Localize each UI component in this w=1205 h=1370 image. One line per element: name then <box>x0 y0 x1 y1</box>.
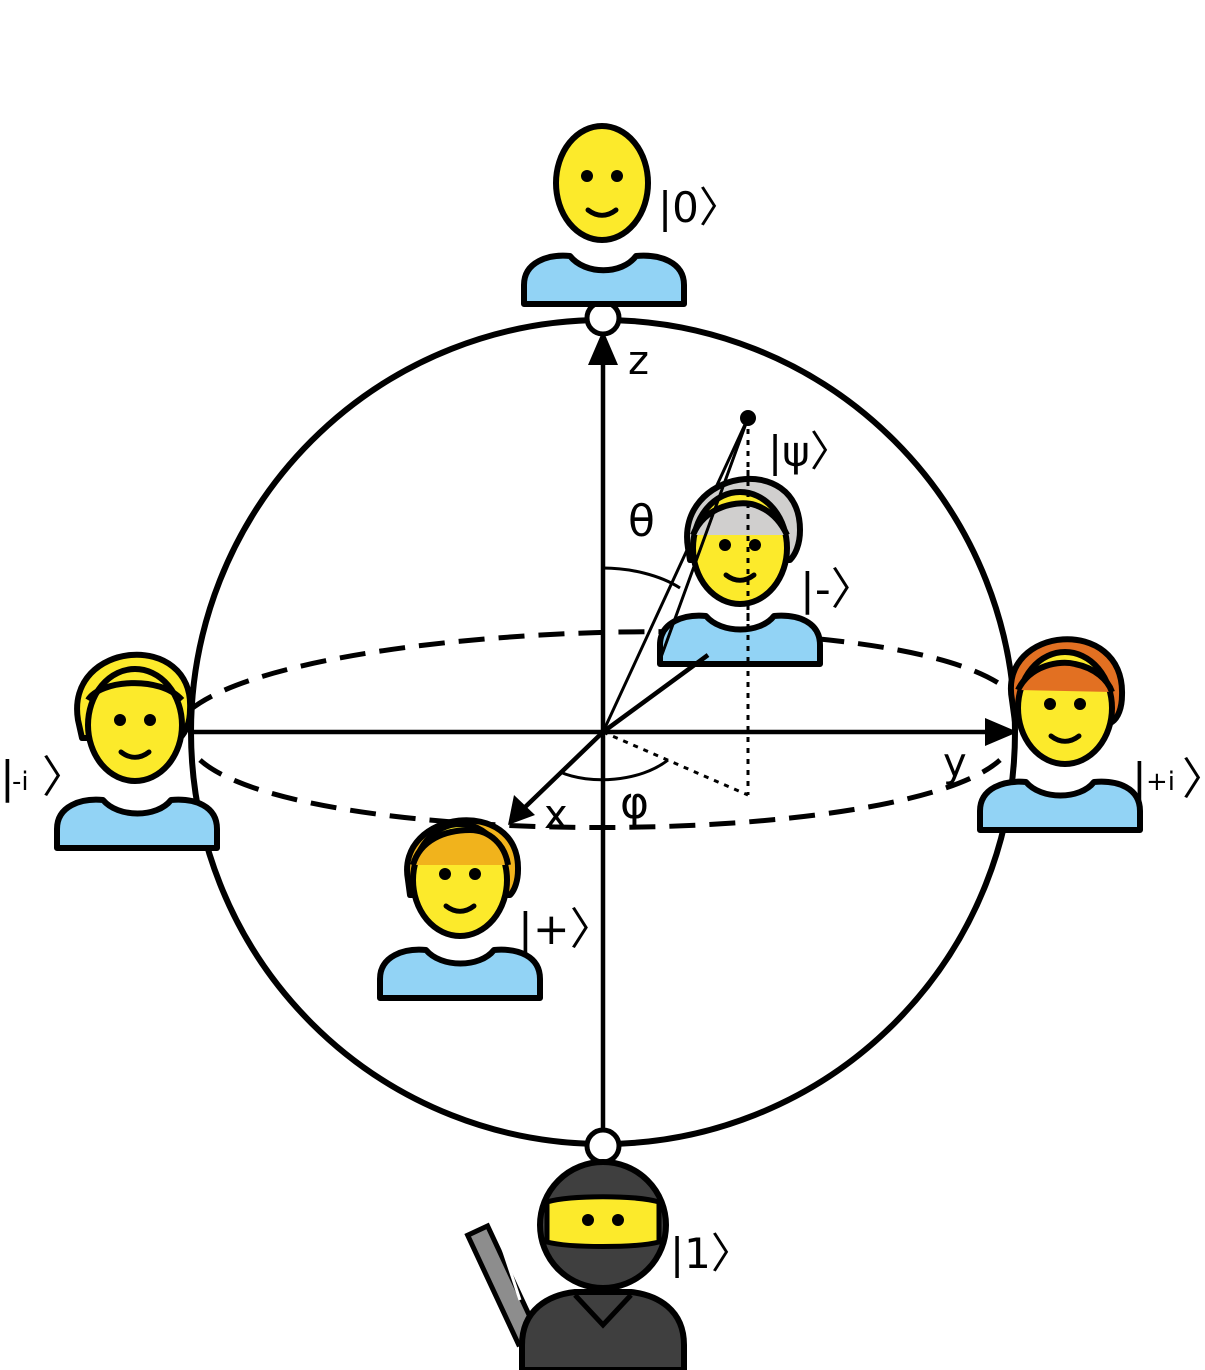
psi-vector <box>601 417 750 733</box>
person-plus-icon <box>377 817 543 1001</box>
person-minus-icon <box>657 476 823 667</box>
z-arrowhead <box>588 330 618 365</box>
state-plus-i-sub: +i <box>1146 767 1175 797</box>
equator-front-arc <box>198 758 1002 830</box>
state-minus-i-sub: -i <box>12 767 29 797</box>
state-plus-i-bar: | <box>1132 754 1147 805</box>
south-pole-marker <box>584 1127 622 1165</box>
y-arrowhead <box>985 718 1018 746</box>
x-arrowhead <box>508 795 535 825</box>
equator-back-arc <box>188 629 1010 712</box>
state-minus-i-close: 〉 <box>42 752 86 803</box>
x-axis-label: x <box>544 792 568 838</box>
person-plus-i-icon <box>977 636 1143 833</box>
psi-horizontal-projection <box>602 730 749 797</box>
psi-vector-overlay <box>658 417 750 661</box>
state-plus-label: |+〉 <box>518 904 614 955</box>
state-minus-i-bar: | <box>0 752 15 803</box>
state-minus-label: |-〉 <box>800 564 875 615</box>
theta-label: θ <box>628 496 655 547</box>
theta-arc <box>602 566 681 590</box>
state-plus-i-close: 〉 <box>1182 754 1205 805</box>
state-psi-label: |ψ〉 <box>768 427 852 476</box>
state-one-label: |1〉 <box>670 1229 753 1278</box>
x-direction-overlay <box>601 653 710 734</box>
y-axis-label: y <box>943 740 967 786</box>
ninja-one-icon <box>464 1159 687 1370</box>
phi-arc <box>559 758 669 782</box>
phi-label: φ <box>620 778 649 829</box>
person-zero-icon <box>521 123 687 307</box>
person-minus-i-icon <box>54 651 220 851</box>
z-axis-label: z <box>628 338 649 384</box>
state-zero-label: |0〉 <box>658 183 741 232</box>
